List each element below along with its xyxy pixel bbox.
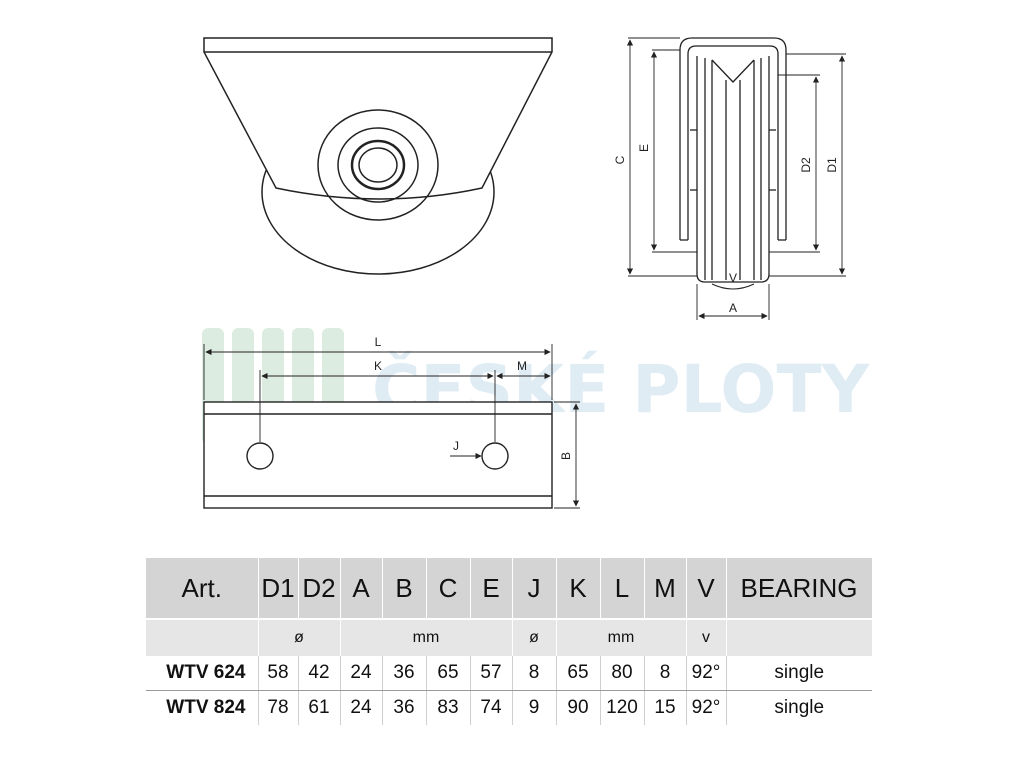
unit-cell: ø xyxy=(258,618,341,656)
unit-cell: mm xyxy=(556,618,687,656)
front-view xyxy=(203,37,553,275)
dim-label-l: L xyxy=(375,335,382,349)
dim-label-j: J xyxy=(453,439,459,453)
unit-cell: ø xyxy=(512,618,557,656)
col-header: B xyxy=(382,558,427,619)
table-cell: 57 xyxy=(470,656,513,691)
v-groove xyxy=(711,59,755,83)
table-cell: single xyxy=(726,656,872,691)
unit-cell: mm xyxy=(340,618,513,656)
table-cell: 92° xyxy=(686,656,727,691)
table-cell: 65 xyxy=(556,656,601,691)
col-header: M xyxy=(644,558,687,619)
wheel-profile xyxy=(696,56,770,283)
bottom-dimension-labels: L K M J B xyxy=(374,335,573,460)
bracket-u-profile xyxy=(679,37,787,240)
bearing-inner xyxy=(358,147,398,183)
table-row: WTV 624 58 42 24 36 65 57 8 65 80 8 92° … xyxy=(146,656,872,691)
table-cell: 36 xyxy=(382,656,427,691)
table-cell: 8 xyxy=(512,656,557,691)
col-header: L xyxy=(600,558,645,619)
table-cell: 15 xyxy=(644,690,687,725)
dim-label-c: C xyxy=(613,155,627,164)
technical-drawing: ČESKÉ PLOTY xyxy=(202,37,870,509)
table-cell: 36 xyxy=(382,690,427,725)
dim-label-b: B xyxy=(559,452,573,460)
table-cell: 80 xyxy=(600,656,645,691)
dim-label-e: E xyxy=(637,144,651,152)
table-cell: single xyxy=(774,697,825,718)
col-header: D2 xyxy=(298,558,341,619)
bottom-dimensions xyxy=(203,344,580,509)
table-cell: 24 xyxy=(340,656,383,691)
hub-outer xyxy=(317,109,439,221)
hub-ring xyxy=(337,127,419,203)
dim-label-a: A xyxy=(729,301,737,315)
table-cell: 58 xyxy=(258,656,299,691)
col-header: E xyxy=(470,558,513,619)
v-angle-arc xyxy=(711,283,755,290)
mounting-hole-left xyxy=(246,442,274,470)
base-plate xyxy=(203,401,553,509)
dim-label-v: V xyxy=(729,271,737,285)
table-cell: 8 xyxy=(644,656,687,691)
article-cell: WTV 624 xyxy=(146,656,259,691)
side-view xyxy=(679,37,787,290)
table-header-row: Art. D1 D2 A B C E J K L M V BEARING xyxy=(146,558,873,619)
table-cell: 24 xyxy=(340,690,383,725)
col-header: K xyxy=(556,558,601,619)
side-dimension-labels: C E D2 D1 V A xyxy=(613,144,839,315)
unit-cell: v xyxy=(686,618,727,656)
bearing-outer xyxy=(350,139,406,191)
col-header: C xyxy=(426,558,471,619)
dim-label-d2: D2 xyxy=(799,157,813,173)
col-header: Art. xyxy=(146,558,259,619)
side-dimensions xyxy=(626,37,846,320)
table-cell: 9 xyxy=(512,690,557,725)
unit-cell xyxy=(146,618,259,656)
table-cell: 74 xyxy=(470,690,513,725)
col-header: A xyxy=(340,558,383,619)
table-cell: 42 xyxy=(298,656,341,691)
col-header: BEARING xyxy=(726,558,873,619)
col-header: J xyxy=(512,558,557,619)
dim-label-d1: D1 xyxy=(825,157,839,173)
spec-table: Art. D1 D2 A B C E J K L M V BEARING ø m… xyxy=(146,558,873,725)
table-cell: 78 xyxy=(258,690,299,725)
col-header: V xyxy=(686,558,727,619)
dim-label-m: M xyxy=(517,359,527,373)
article-cell: WTV 824 xyxy=(146,690,259,725)
table-cell: 61 xyxy=(298,690,341,725)
dim-label-k: K xyxy=(374,359,382,373)
table-unit-row: ø mm ø mm v xyxy=(146,618,873,656)
unit-cell xyxy=(726,618,873,656)
table-row: WTV 824 78 61 24 36 83 74 9 90 120 15 92… xyxy=(146,690,872,725)
bottom-view xyxy=(203,401,553,509)
table-cell: 92° xyxy=(686,690,727,725)
table-cell: 120 xyxy=(600,690,645,725)
bracket-plate xyxy=(203,37,553,200)
table-cell: 83 xyxy=(426,690,471,725)
table-cell: 90 xyxy=(556,690,601,725)
col-header: D1 xyxy=(258,558,299,619)
table-cell: 65 xyxy=(426,656,471,691)
mounting-hole-right xyxy=(481,442,509,470)
